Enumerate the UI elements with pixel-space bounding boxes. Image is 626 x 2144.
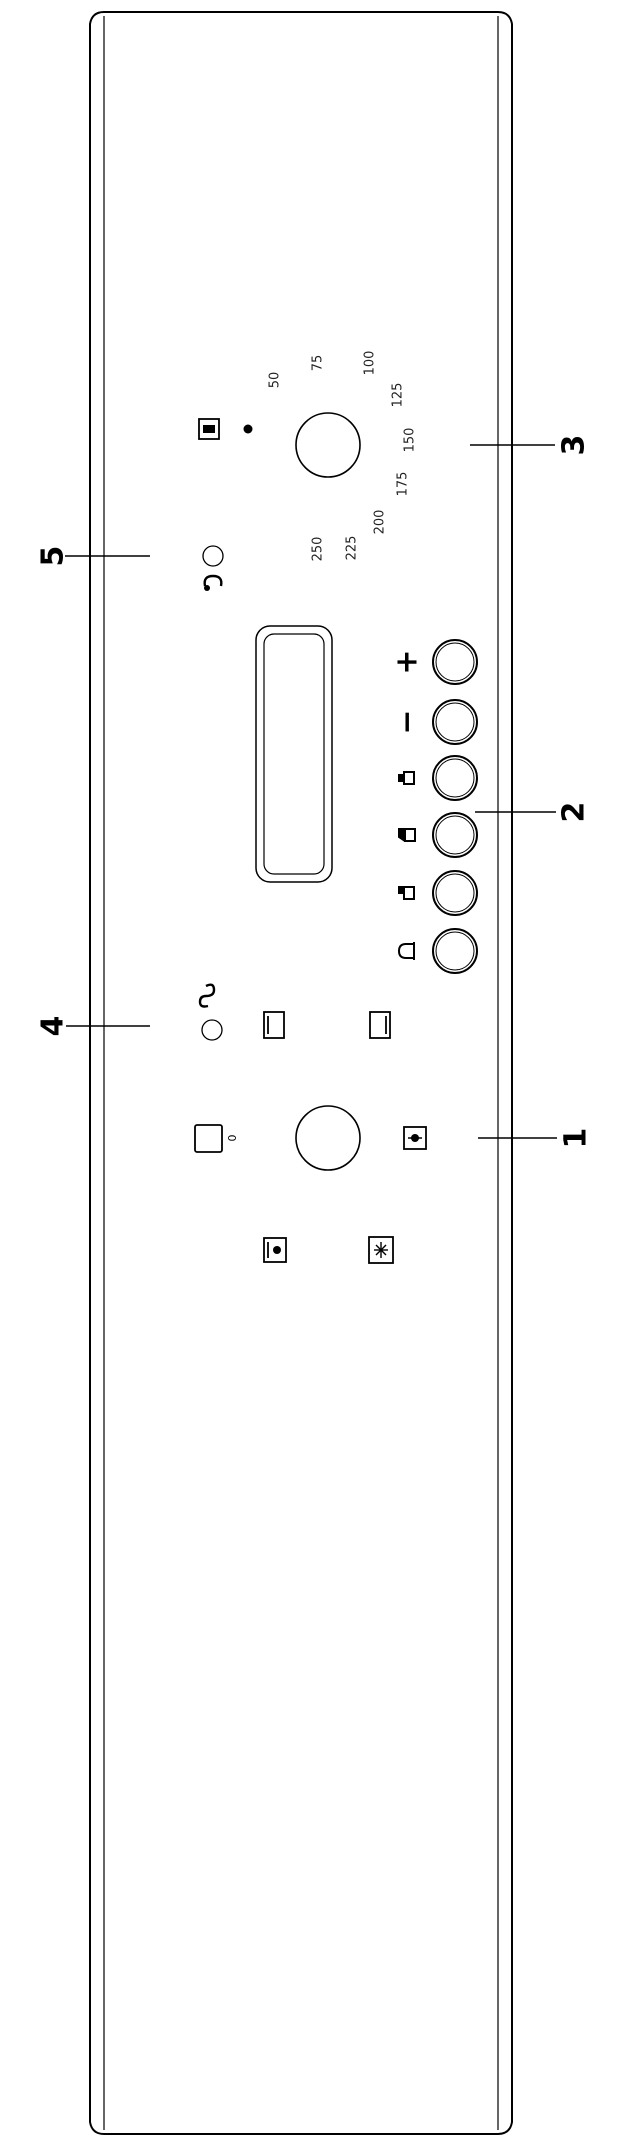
- bottom-heat-icon: [263, 1011, 285, 1039]
- callout-5: 5: [36, 546, 150, 567]
- temperature-knob[interactable]: [295, 412, 361, 478]
- callout-2: 2: [475, 802, 592, 823]
- power-indicator-icon: [198, 983, 216, 1008]
- fan-indicator-light: [202, 545, 224, 567]
- fan-bottom-heat-icon: [263, 1237, 287, 1263]
- temp-label-125: 125: [391, 383, 406, 408]
- callout-4: 4: [36, 1016, 150, 1037]
- top-heat-icon: [369, 1011, 391, 1039]
- bell-icon: [397, 942, 415, 960]
- power-indicator-light: [201, 1019, 223, 1041]
- callout-number-5: 5: [36, 546, 71, 567]
- temp-label-250: 250: [311, 537, 326, 562]
- temp-label-150: 150: [403, 428, 418, 453]
- svg-text:−: −: [390, 709, 425, 734]
- callout-1: 1: [478, 1128, 594, 1149]
- timer-minus-button[interactable]: [432, 699, 478, 745]
- timer-display: [255, 625, 333, 883]
- callout-number-1: 1: [559, 1128, 594, 1149]
- svg-text:+: +: [390, 649, 425, 674]
- timer-end-button[interactable]: [432, 755, 478, 801]
- function-selector-knob[interactable]: [295, 1105, 361, 1171]
- temp-label-200: 200: [373, 510, 388, 535]
- timer-start-button[interactable]: [432, 870, 478, 916]
- panel-frame: [89, 11, 513, 2135]
- minus-icon: −: [390, 709, 425, 734]
- timer-plus-button[interactable]: [432, 639, 478, 685]
- timer-alarm-button[interactable]: [432, 928, 478, 974]
- callout-number-4: 4: [36, 1016, 71, 1037]
- temperature-scale: 50 75 100 125 150 175 200 225 250: [268, 351, 418, 562]
- cooking-start-icon: [398, 886, 415, 900]
- cooking-duration-icon: [398, 828, 416, 842]
- timer-duration-button[interactable]: [432, 812, 478, 858]
- thermostat-indicator: [198, 418, 253, 440]
- timer-icons: + −: [390, 649, 425, 960]
- callout-3: 3: [470, 435, 592, 456]
- plus-icon: +: [390, 649, 425, 674]
- temp-label-100: 100: [363, 351, 378, 376]
- off-position-icon: [194, 1124, 223, 1153]
- temp-label-50: 50: [268, 372, 283, 389]
- fan-icon: [203, 574, 223, 591]
- cooking-end-icon: [398, 771, 415, 785]
- callout-number-3: 3: [557, 435, 592, 456]
- convection-icon: [403, 1126, 427, 1150]
- defrost-icon: [368, 1236, 394, 1264]
- temp-label-225: 225: [345, 536, 360, 561]
- temp-label-175: 175: [396, 472, 411, 497]
- off-position-label: 0: [226, 1135, 239, 1142]
- callout-number-2: 2: [557, 802, 592, 823]
- temp-label-75: 75: [311, 355, 326, 372]
